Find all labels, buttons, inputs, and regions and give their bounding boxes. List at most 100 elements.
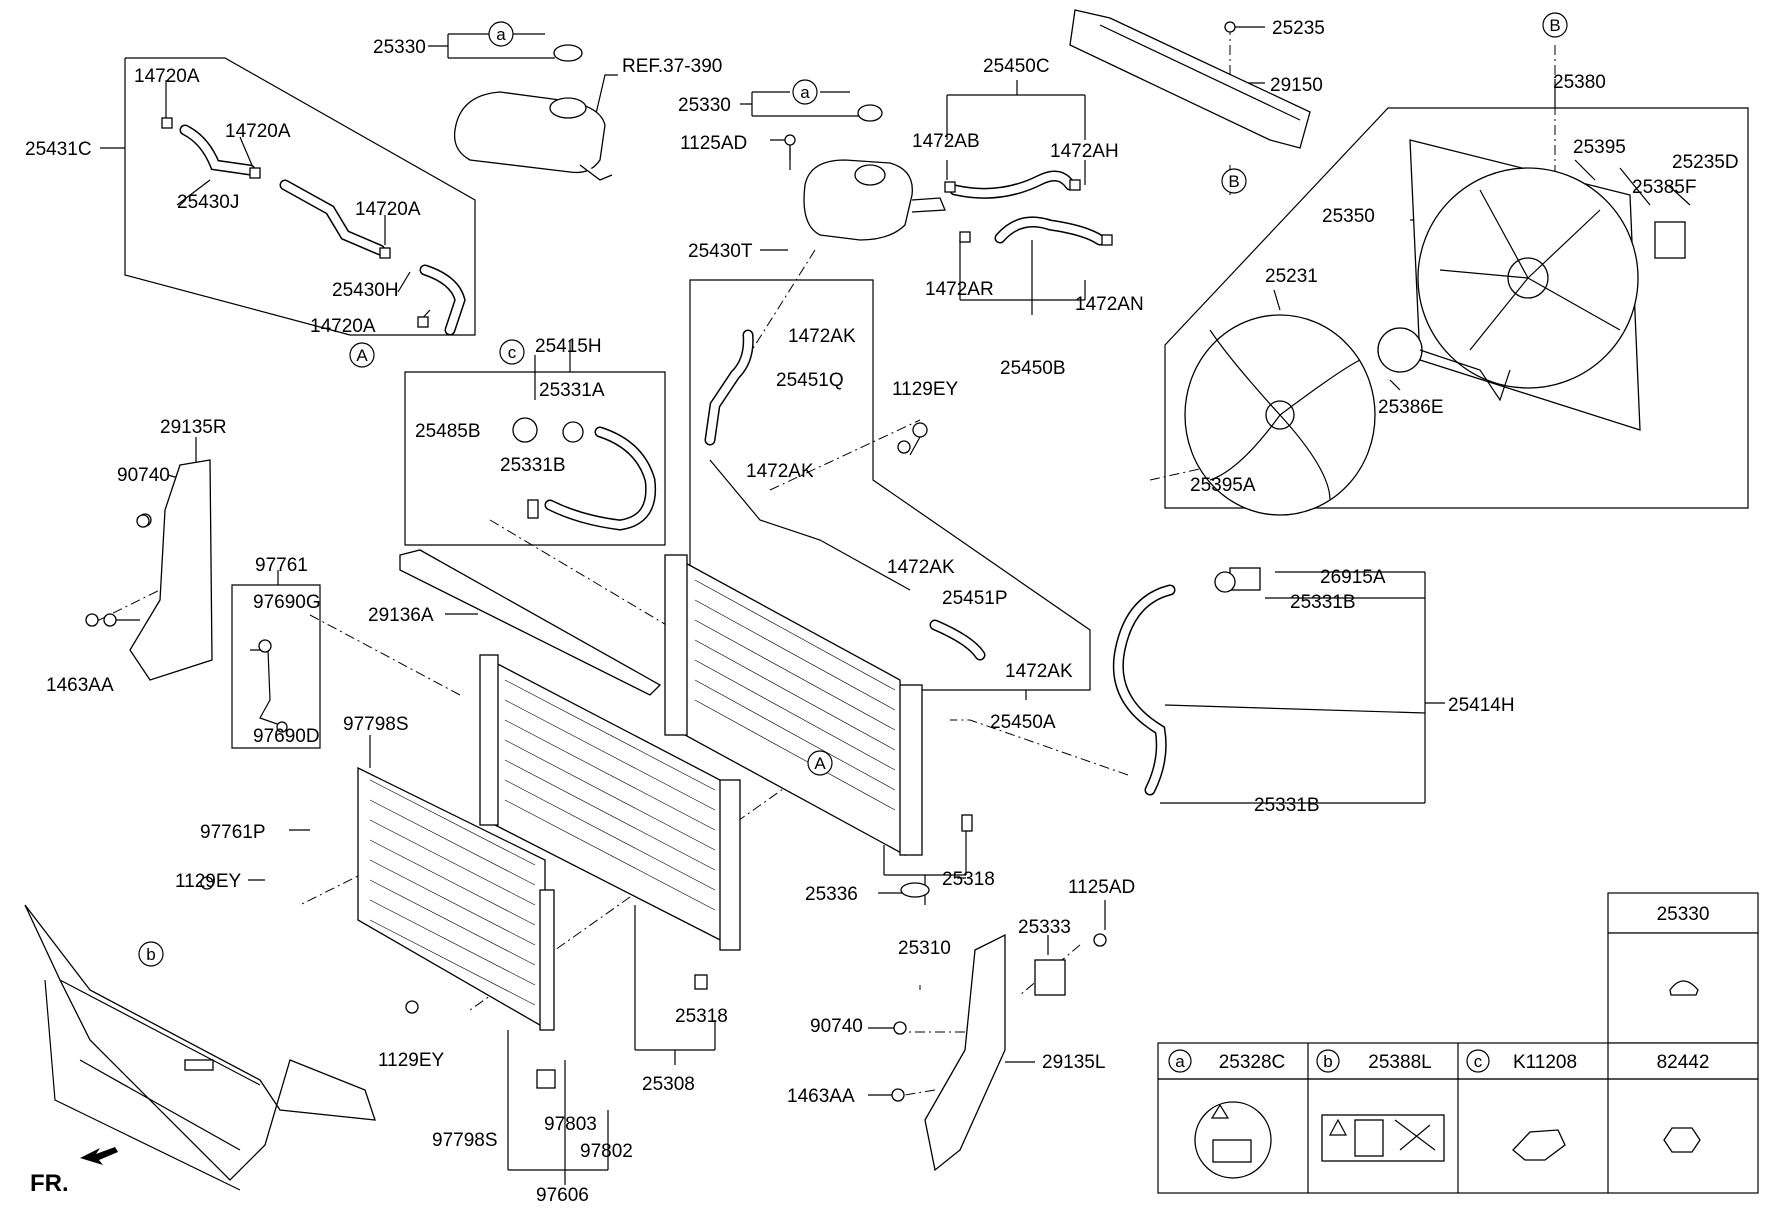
legend-part: K11208 [1513,1052,1577,1073]
callout-c-hose-label: c [508,343,517,362]
part-label: 25235 [1272,18,1325,39]
part-label: 25331A [539,380,605,401]
part-label: 1472AH [1050,141,1119,162]
part-label: 25385F [1632,177,1696,198]
part-label: 25330 [373,37,426,58]
part-label: 97802 [580,1141,633,1162]
drain-hardware [694,814,973,990]
air-deflector [399,549,662,696]
leader-lines [100,26,1749,1185]
part-label: 29135L [1042,1052,1105,1073]
part-label: 97798S [343,714,409,735]
part-label: 25318 [942,869,995,890]
callout-B-top-label: B [1549,16,1560,35]
hose-group-25415h [512,417,657,531]
callout-A-left-label: A [356,346,368,365]
part-label: 25336 [805,884,858,905]
part-label: 14720A [355,199,421,220]
part-label: 1463AA [787,1086,855,1107]
part-label: 25308 [642,1074,695,1095]
part-label: 97803 [544,1114,597,1135]
part-label: 1129EY [378,1050,445,1071]
callout-A-center-label: A [814,754,826,773]
callout-A-center: A [807,750,833,776]
part-label: 25310 [898,938,951,959]
part-label: 29135R [160,417,227,438]
callout-a-mid: a [792,79,818,105]
hose-25414h [1112,567,1261,796]
nut-icon [1663,1127,1701,1153]
front-label: FR. [30,1170,69,1197]
part-label: 25318 [675,1006,728,1027]
part-label: 1125AD [680,133,747,154]
part-label: 25451Q [776,370,844,391]
part-label: 25395 [1573,137,1626,158]
part-label: 25450B [1000,358,1066,379]
part-label: 97606 [536,1185,589,1206]
part-label: 25414H [1448,695,1515,716]
part-label: 25451P [942,588,1008,609]
upper-bracket [1069,9,1311,149]
air-guard-left-upper [85,459,213,681]
pipe-set-97761 [250,639,288,733]
part-label: 25331B [500,455,566,476]
legend-letter: c [1474,1052,1483,1071]
callout-c-hose: c [499,339,525,365]
part-label: 1472AB [912,131,980,152]
part-label: 25330 [678,95,731,116]
fan-blade [1184,314,1376,516]
air-guard-right-lower [891,933,1107,1172]
callout-A-left: A [349,342,375,368]
part-label: 97761 [255,555,308,576]
radiator-rear [664,554,923,857]
part-label: 1472AN [1075,294,1144,315]
part-label: 14720A [134,66,200,87]
part-label: 1129EY [892,379,959,400]
part-label: 97690D [253,726,320,747]
part-label: 25235D [1672,152,1739,173]
part-label: REF.37-390 [622,56,722,77]
part-label: 25430T [688,241,753,262]
part-label: 25450C [983,56,1050,77]
radiator-front [479,654,741,951]
part-label: 29136A [368,605,434,626]
part-label: 1472AK [887,557,955,578]
callout-B-top: B [1542,12,1568,38]
fan-shroud-assembly [1377,139,1686,431]
legend-part: 82442 [1657,1052,1710,1073]
part-label: 25395A [1190,475,1256,496]
callout-B-bracket-label: B [1228,172,1239,191]
condenser [357,766,556,1089]
part-label: 90740 [810,1016,863,1037]
caution-sticker-icon [1321,1114,1445,1162]
part-label: 29150 [1270,75,1323,96]
legend-part: 25328C [1219,1052,1286,1073]
part-label: 14720A [225,121,291,142]
part-label: 1129EY [175,871,242,892]
part-label: 25231 [1265,266,1318,287]
part-label: 97761P [200,822,266,843]
legend-letter: a [1175,1052,1185,1071]
legend-letter: b [1323,1052,1332,1071]
expansion-tank [784,104,946,241]
part-label: 25430H [332,280,399,301]
part-label: 25380 [1553,72,1606,93]
part-labels: 25330 REF.37-390 14720A 25431C 14720A 25… [25,18,1739,1206]
part-label: 25333 [1018,917,1071,938]
part-label: 97798S [432,1130,498,1151]
hoses-25451q-25451p [704,329,986,661]
front-direction-arrow-icon [80,1147,118,1165]
part-label: 25331B [1254,795,1320,816]
clip-icon [1512,1129,1566,1161]
front-end-carrier [24,904,376,1191]
legend-part: 25388L [1368,1052,1431,1073]
part-label: 25415H [535,336,602,357]
hose-set-25431c [161,117,466,336]
callout-b-carrier: b [138,941,164,967]
part-label: 90740 [117,465,170,486]
part-label: 25386E [1378,397,1444,418]
legend-top-part: 25330 [1657,904,1710,925]
part-label: 26915A [1320,567,1386,588]
coolant-reservoir-ref [453,44,613,181]
